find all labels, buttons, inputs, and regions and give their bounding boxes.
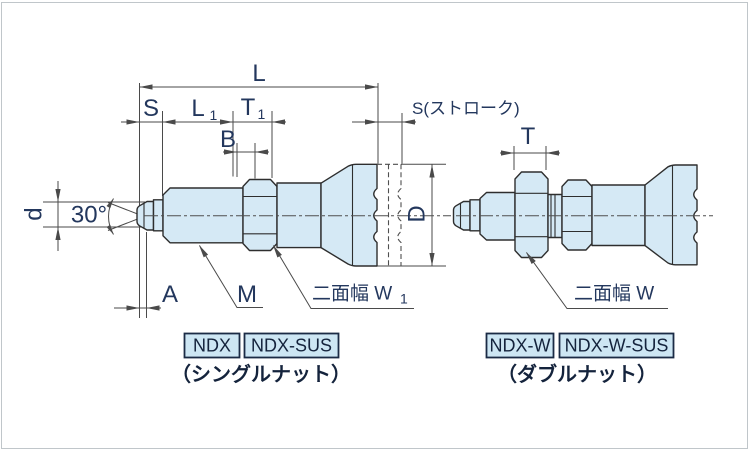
badge-ndx-w-label: NDX-W <box>490 336 551 356</box>
dim-label-l1-subscript: 1 <box>210 107 218 123</box>
right-figure <box>452 164 698 266</box>
dim-label-b: B <box>220 126 236 153</box>
dim-label-thread: M <box>237 281 257 308</box>
left-knob <box>320 163 378 267</box>
right-knob <box>644 164 698 266</box>
badge-ndx-w <box>485 332 555 359</box>
dim-label-wrench-flats-w1: 二面幅 W <box>312 283 392 305</box>
dim-label-stroke: S(ストローク) <box>412 99 520 118</box>
badge-ndx-label: NDX <box>193 336 231 356</box>
right-caption-double-nut: （ダブルナット） <box>497 362 657 386</box>
dim-label-wrench-flats-w1-subscript: 1 <box>400 291 408 307</box>
right-hex-nut-1 <box>514 171 549 259</box>
right-sleeve <box>591 184 646 247</box>
right-model-labels: NDX-W NDX-W-SUS （ダブルナット） <box>485 332 675 386</box>
dim-label-a: A <box>162 281 178 308</box>
dim-label-tip-angle: 30° <box>71 202 107 229</box>
badge-ndx-sus <box>243 332 340 359</box>
left-hex-nut <box>242 178 278 252</box>
badge-ndx <box>183 332 241 359</box>
leader-lines <box>199 245 668 309</box>
dim-label-t: T <box>521 123 536 150</box>
dim-label-knob-diameter: D <box>404 205 431 222</box>
badge-ndx-w-sus <box>558 332 675 359</box>
dim-label-s: S <box>143 95 159 122</box>
left-knob-phantom <box>377 163 402 266</box>
left-caption-single-nut: （シングルナット） <box>171 362 351 386</box>
dim-label-pin-diameter: d <box>21 207 48 220</box>
right-hex-nut-2 <box>561 179 593 251</box>
left-figure <box>136 163 378 267</box>
badge-ndx-w-sus-label: NDX-W-SUS <box>565 336 669 356</box>
dimension-labels: L S L 1 T 1 B S(ストローク) d 30° A M D 二面幅 W… <box>21 60 655 308</box>
badge-ndx-sus-label: NDX-SUS <box>251 336 332 356</box>
dim-label-t1-subscript: 1 <box>258 106 266 122</box>
right-figure-detail-lines <box>459 165 674 264</box>
left-model-labels: NDX NDX-SUS （シングルナット） <box>171 332 351 386</box>
dim-label-wrench-flats-w: 二面幅 W <box>574 283 654 305</box>
dimension-lines <box>43 83 560 318</box>
dim-label-l1: L <box>191 95 204 122</box>
dim-label-overall-length: L <box>252 60 265 87</box>
dim-label-t1: T <box>241 94 256 121</box>
